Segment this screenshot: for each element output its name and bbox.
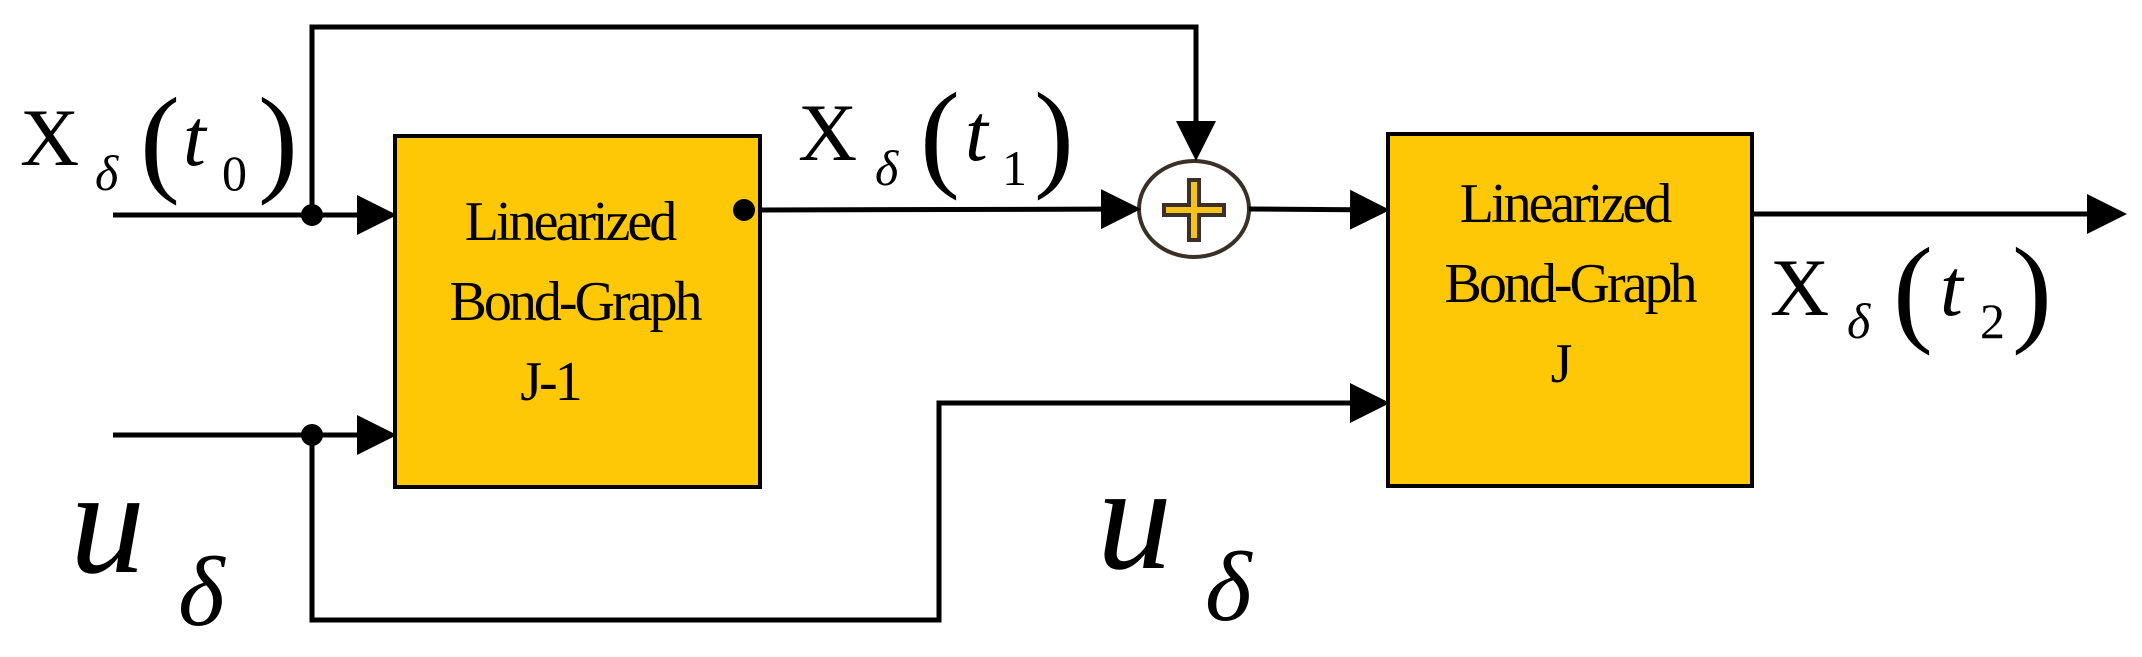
block-j-line1: Linearized (1460, 173, 1672, 235)
svg-text:t: t (965, 87, 990, 178)
svg-text:(: ( (920, 68, 960, 201)
label-x-t1: X δ ( t 1 ) (798, 68, 1074, 201)
svg-text:t: t (183, 92, 208, 183)
svg-text:δ: δ (178, 536, 226, 647)
feedforward-line (309, 24, 1216, 215)
svg-text:u: u (70, 439, 145, 605)
svg-text:δ: δ (875, 140, 899, 196)
svg-text:X: X (798, 87, 857, 178)
svg-text:(: ( (1893, 223, 1933, 356)
label-x-t0: X δ ( t 0 ) (20, 73, 298, 206)
label-u-left: u δ (70, 439, 226, 647)
label-x-t2: X δ ( t 2 ) (1770, 223, 2052, 356)
svg-text:): ) (2012, 223, 2052, 356)
svg-text:Linearized Bond-Graph: Linearized Bond-Graph J (1445, 173, 1706, 395)
svg-text:): ) (258, 73, 298, 206)
block-j-line3: J (1551, 333, 1572, 395)
block-j-minus-1-line3: J-1 (520, 351, 579, 413)
svg-text:1: 1 (1002, 140, 1027, 196)
svg-text:Linearized Bond-Graph: Linearized Bond-Graph J-1 (450, 191, 711, 413)
svg-text:δ: δ (1205, 531, 1253, 642)
svg-text:δ: δ (1847, 293, 1871, 349)
branch-dot-u (301, 424, 323, 446)
svg-text:t: t (1940, 242, 1965, 333)
block-j-minus-1[interactable] (393, 134, 762, 489)
sum-to-block-j-line (1248, 189, 1390, 230)
svg-text:0: 0 (222, 145, 247, 201)
svg-text:X: X (20, 92, 79, 183)
block-j[interactable] (1386, 132, 1754, 488)
block-j-line2: Bond-Graph (1445, 253, 1698, 315)
svg-text:2: 2 (1980, 293, 2005, 349)
label-u-mid: u δ (1097, 435, 1253, 642)
output-port-dot (733, 199, 755, 221)
svg-text:u: u (1097, 435, 1172, 601)
branch-dot-x (301, 204, 323, 226)
block-j-minus-1-line2: Bond-Graph (450, 271, 703, 333)
plus-icon (1162, 178, 1226, 242)
svg-text:δ: δ (95, 145, 119, 201)
svg-text:(: ( (140, 73, 180, 206)
svg-text:): ) (1034, 68, 1074, 201)
svg-text:X: X (1770, 242, 1829, 333)
x-t1-line (759, 189, 1141, 230)
u-route-line (309, 383, 1390, 623)
block-j-minus-1-line1: Linearized (465, 191, 677, 253)
